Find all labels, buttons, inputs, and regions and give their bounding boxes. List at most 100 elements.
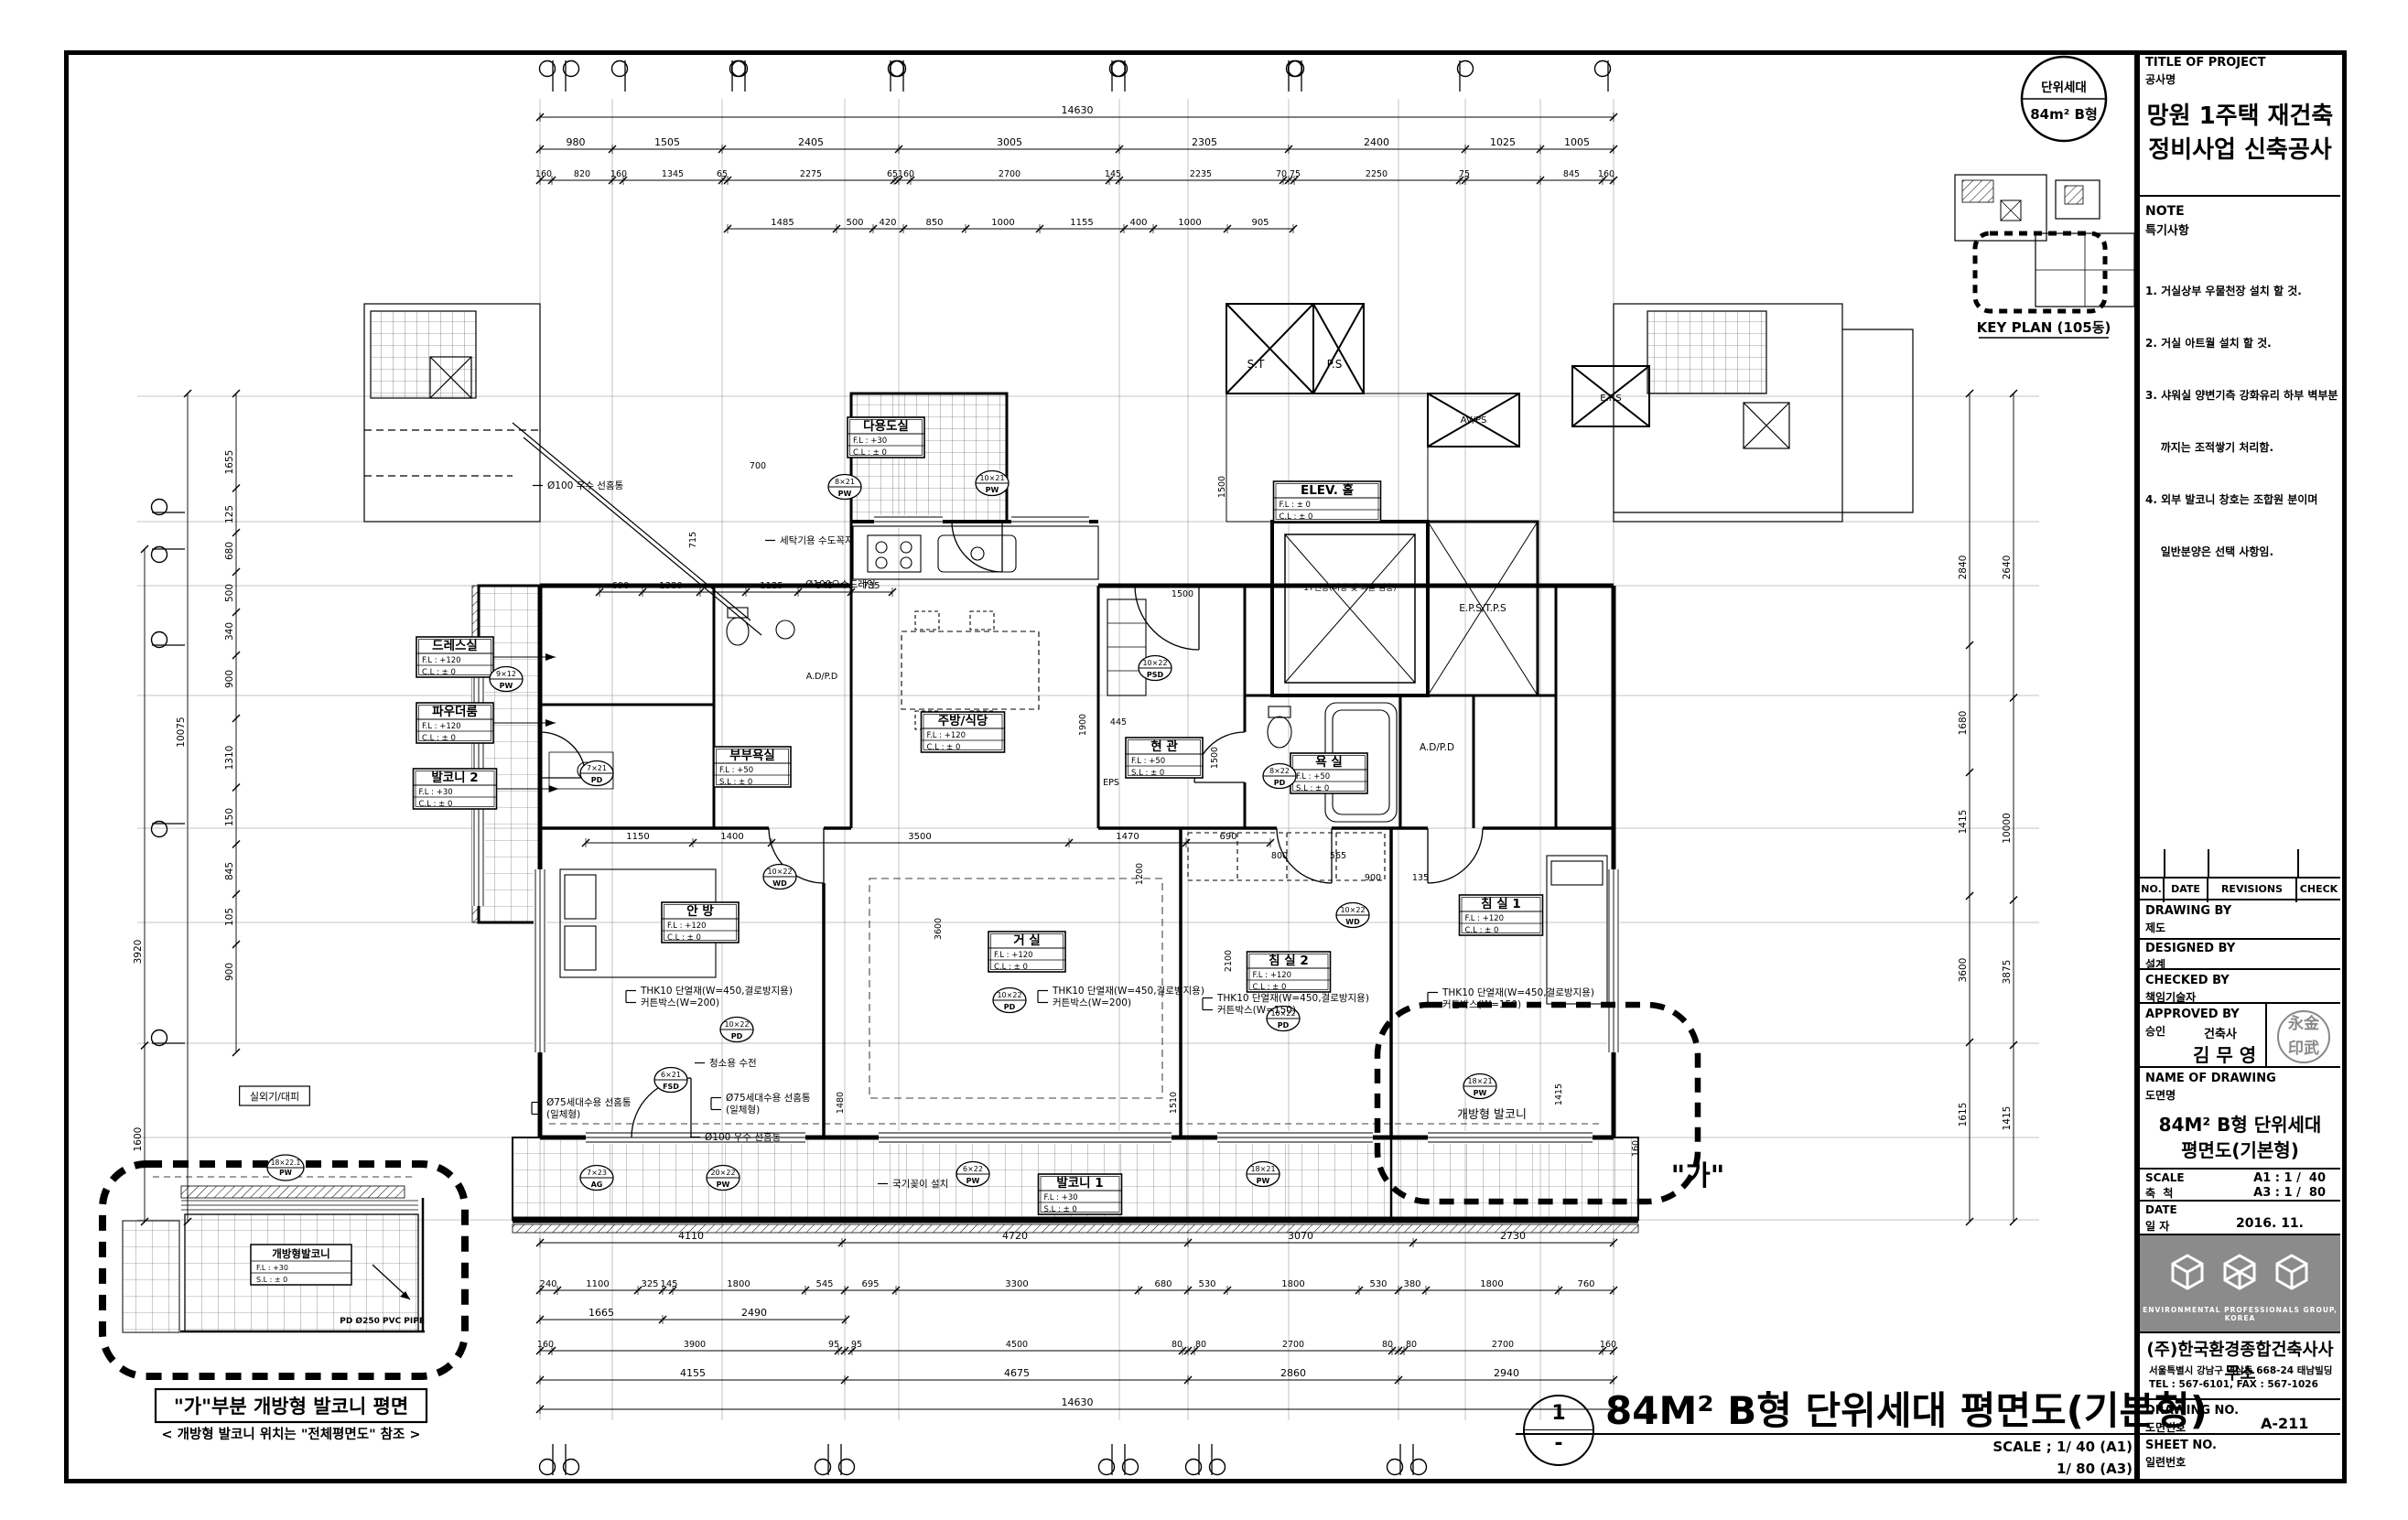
plan-note: Ø100 우수 선홈통 (547, 480, 624, 491)
dimension-label: 145 (660, 1279, 677, 1289)
detail-pipe-note: PD Ø250 PVC PIPE (340, 1316, 425, 1326)
room-fl: F.L : +120 (667, 922, 707, 931)
detail-fl: F.L : +30 (256, 1264, 288, 1272)
sheet-title: 84M² B형 단위세대 평면도(기본형) (1605, 1388, 2208, 1433)
dimension-label: 900 (224, 963, 235, 981)
dimension-label: 2275 (800, 169, 822, 179)
dimension-label: 905 (1251, 218, 1269, 228)
dimension-label: 800 (1271, 851, 1288, 861)
room-fl: F.L : +30 (853, 437, 887, 446)
rev-col-revisions: REVISIONS (2208, 879, 2297, 902)
tag-code: 7×23 (587, 1169, 607, 1177)
room-name: 발코니 2 (431, 770, 478, 785)
plan-note: 국기꽂이 설치 (892, 1179, 948, 1190)
dimension-label: 1200 (1135, 863, 1145, 885)
tag-type: PW (717, 1180, 730, 1189)
designed-by-ko: 설계 (2145, 958, 2166, 971)
dimension-label: 1480 (836, 1092, 846, 1114)
approved-divider (2265, 1004, 2267, 1068)
tag-code: 10×22 (767, 868, 792, 876)
tag-code: 9×12 (496, 670, 516, 678)
dimension-label: 1510 (1169, 1092, 1179, 1114)
dimension-label: 135 (1412, 873, 1429, 883)
dimension-label: 850 (925, 218, 943, 228)
room-fl: F.L : +120 (994, 951, 1033, 960)
dimension-label: 1500 (1210, 747, 1220, 769)
tag-code: 8×21 (835, 478, 855, 486)
sheet-title-rule (1516, 1433, 2134, 1435)
dimension-label: 1415 (1958, 810, 1969, 835)
plan-note: 커튼박스(W=150) (1442, 999, 1521, 1010)
dimension-label: 3300 (1005, 1279, 1028, 1289)
room-name: 거 실 (1013, 933, 1041, 948)
dimension-label: 500 (846, 218, 863, 228)
room-fl: F.L : +50 (719, 766, 753, 775)
room-fl: F.L : +120 (1253, 971, 1292, 980)
room-label: 현 관F.L : +50S.L : ± 0 (1125, 737, 1204, 779)
dimension-label: 95 (851, 1340, 862, 1350)
plan-note: 세탁기용 수도꼭지 (780, 535, 854, 546)
dimension-label: 1000 (991, 218, 1014, 228)
project-name-line2: 정비사업 신축공사 (2148, 136, 2332, 164)
revision-header: NO. DATE REVISIONS CHECK (2140, 877, 2340, 902)
room-cl: C.L : ± 0 (994, 963, 1028, 972)
company-tel: TEL : 567-6101, FAX : 567-1026 (2149, 1379, 2318, 1390)
plan-note: THK10 단열재(W=450,결로방지용) (1216, 993, 1369, 1004)
tag-code: 10×22 (1340, 906, 1365, 914)
dimension-label: 2860 (1280, 1367, 1306, 1379)
dimension-label: 1310 (224, 746, 235, 771)
dimension-label: 2940 (1494, 1367, 1519, 1379)
room-name: 다용도실 (863, 419, 909, 434)
dimension-label: 420 (879, 218, 896, 228)
plan-label: 17인승(비상 및 화물 겸용) (1303, 582, 1397, 593)
drawing-by-ko: 제도 (2145, 922, 2166, 934)
dimension-label: 4500 (1006, 1340, 1028, 1350)
name-of-drawing-ko: 도면명 (2145, 1089, 2176, 1102)
dimension-label: 1000 (1178, 218, 1201, 228)
dimension-label: 145 (1105, 169, 1121, 179)
revision-column-line (2164, 849, 2165, 877)
dimension-label: 70 (1276, 169, 1287, 179)
dimension-label: 1470 (1116, 832, 1139, 842)
room-cl: C.L : ± 0 (422, 734, 456, 743)
furniture-layer (548, 525, 1608, 1005)
dimension-label: 125 (224, 505, 235, 523)
logo-caption: ENVIRONMENTAL PROFESSIONALS GROUP, KOREA (2143, 1306, 2338, 1322)
dimension-label: 2490 (741, 1307, 767, 1319)
dimension-label: 1400 (720, 832, 743, 842)
plan-note: Ø100오수드레인 (805, 579, 876, 590)
misc-layer (512, 422, 1701, 1205)
dimension-label: 3875 (2002, 960, 2013, 985)
dimension-label: 760 (1577, 1279, 1594, 1289)
dimension-label: 1655 (224, 450, 235, 475)
room-fl: F.L : +30 (419, 788, 453, 797)
ga-detail-region (1374, 1001, 1701, 1205)
dimension-label: 2305 (1192, 136, 1217, 148)
dimension-label: 3900 (684, 1340, 706, 1350)
drawing-by-en: DRAWING BY (2145, 904, 2232, 918)
plan-label: P.S (1327, 358, 1343, 371)
dimension-label: 80 (1406, 1340, 1417, 1350)
dimension-label: 1485 (771, 218, 794, 228)
dimension-label: 10000 (2002, 813, 2013, 843)
scale-a3-value: A3 : 1 / 80 (2253, 1186, 2326, 1200)
title-of-project-label-ko: 공사명 (2145, 73, 2176, 86)
dimension-label: 680 (1154, 1279, 1172, 1289)
dimension-label: 1800 (1480, 1279, 1503, 1289)
drawing-no-en: DRAWING NO. (2145, 1404, 2240, 1418)
dimension-label: 690 (1219, 832, 1236, 842)
room-label: 발코니 1F.L : +30S.L : ± 0 (1037, 1173, 1123, 1215)
plan-note: THK10 단열재(W=450,결로방지용) (1052, 986, 1204, 997)
room-cl: C.L : ± 0 (1253, 983, 1287, 992)
dimension-label: 980 (567, 136, 586, 148)
